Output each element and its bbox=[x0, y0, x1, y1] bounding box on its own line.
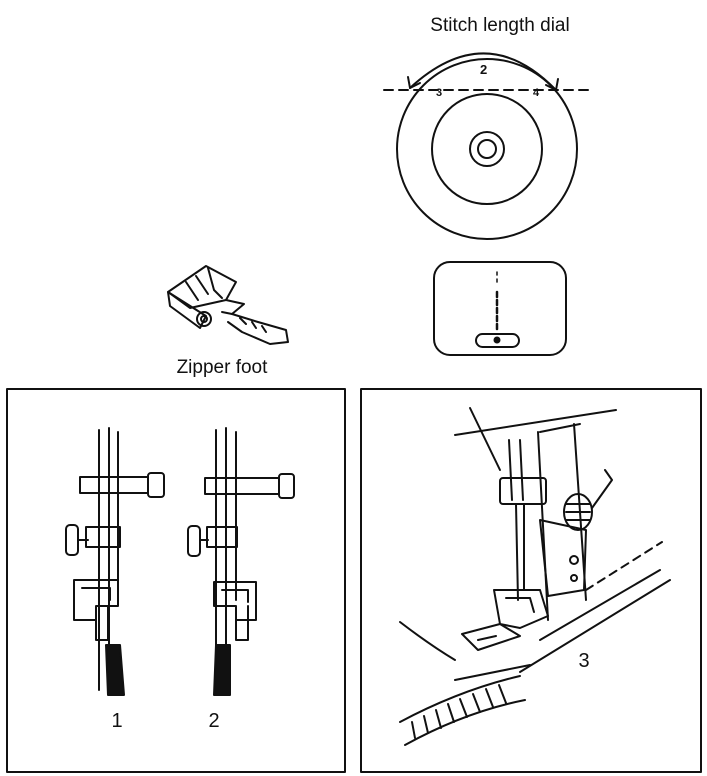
zipper-foot-position-2 bbox=[187, 427, 295, 696]
stitch-length-dial: 3 2 4 bbox=[383, 52, 591, 240]
position-label-2: 2 bbox=[208, 710, 219, 732]
zipper-foot-icon bbox=[167, 265, 289, 345]
right-panel-frame bbox=[360, 388, 702, 773]
dial-title: Stitch length dial bbox=[430, 15, 569, 36]
position-label-3: 3 bbox=[578, 650, 589, 672]
zipper-foot-label: Zipper foot bbox=[177, 357, 269, 378]
left-panel-frame bbox=[6, 388, 346, 773]
direction-arrow bbox=[409, 52, 557, 91]
dial-number-4: 4 bbox=[533, 87, 540, 99]
sewing-machine-presser-area bbox=[399, 407, 671, 746]
dial-number-2: 2 bbox=[480, 62, 487, 77]
zipper-foot-position-1 bbox=[65, 427, 165, 696]
position-label-1: 1 bbox=[111, 710, 122, 732]
stitch-pattern-window bbox=[433, 261, 567, 356]
dial-number-3: 3 bbox=[436, 87, 442, 99]
